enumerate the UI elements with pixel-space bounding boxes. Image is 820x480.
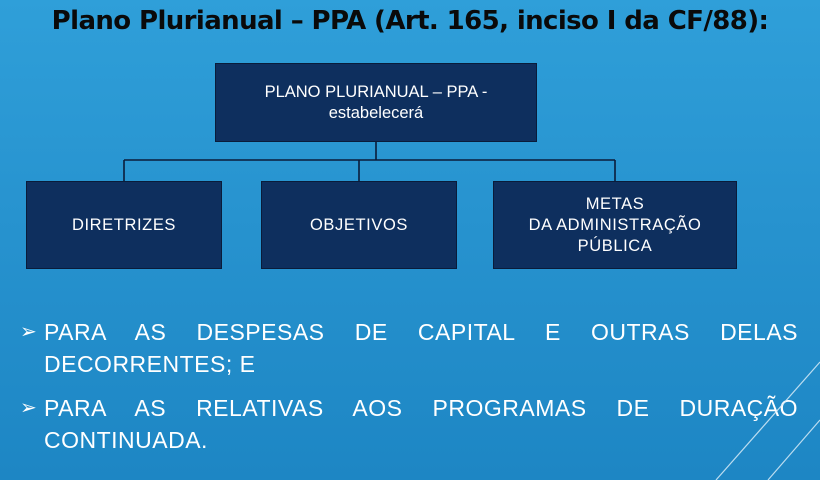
diagram-child-box-diretrizes: DIRETRIZES: [26, 181, 222, 269]
diagram-root-box: PLANO PLURIANUAL – PPA - estabelecerá: [215, 63, 537, 142]
child-3-line-3: PÚBLICA: [577, 236, 653, 255]
child-3-line-1: METAS: [585, 194, 645, 213]
child-1-line-1: DIRETRIZES: [71, 215, 177, 234]
bullet-list: ➢ PARA AS DESPESAS DE CAPITAL E OUTRAS D…: [18, 316, 798, 468]
bullet-item: ➢ PARA AS DESPESAS DE CAPITAL E OUTRAS D…: [18, 316, 798, 380]
child-3-line-2: DA ADMINISTRAÇÃO: [528, 215, 702, 234]
diagram-child-box-metas: METAS DA ADMINISTRAÇÃO PÚBLICA: [493, 181, 737, 269]
root-line-1: PLANO PLURIANUAL – PPA -: [264, 82, 488, 101]
diagram-child-box-objetivos: OBJETIVOS: [261, 181, 457, 269]
root-line-2: estabelecerá: [328, 103, 424, 122]
bullet-text-1: PARA AS DESPESAS DE CAPITAL E OUTRAS DEL…: [44, 319, 798, 377]
slide-title: Plano Plurianual – PPA (Art. 165, inciso…: [51, 6, 769, 36]
bullet-item: ➢ PARA AS RELATIVAS AOS PROGRAMAS DE DUR…: [18, 392, 798, 456]
child-2-line-1: OBJETIVOS: [309, 215, 408, 234]
arrowhead-bullet-icon: ➢: [20, 397, 38, 419]
arrowhead-bullet-icon: ➢: [20, 321, 38, 343]
bullet-text-2: PARA AS RELATIVAS AOS PROGRAMAS DE DURAÇ…: [44, 395, 798, 453]
